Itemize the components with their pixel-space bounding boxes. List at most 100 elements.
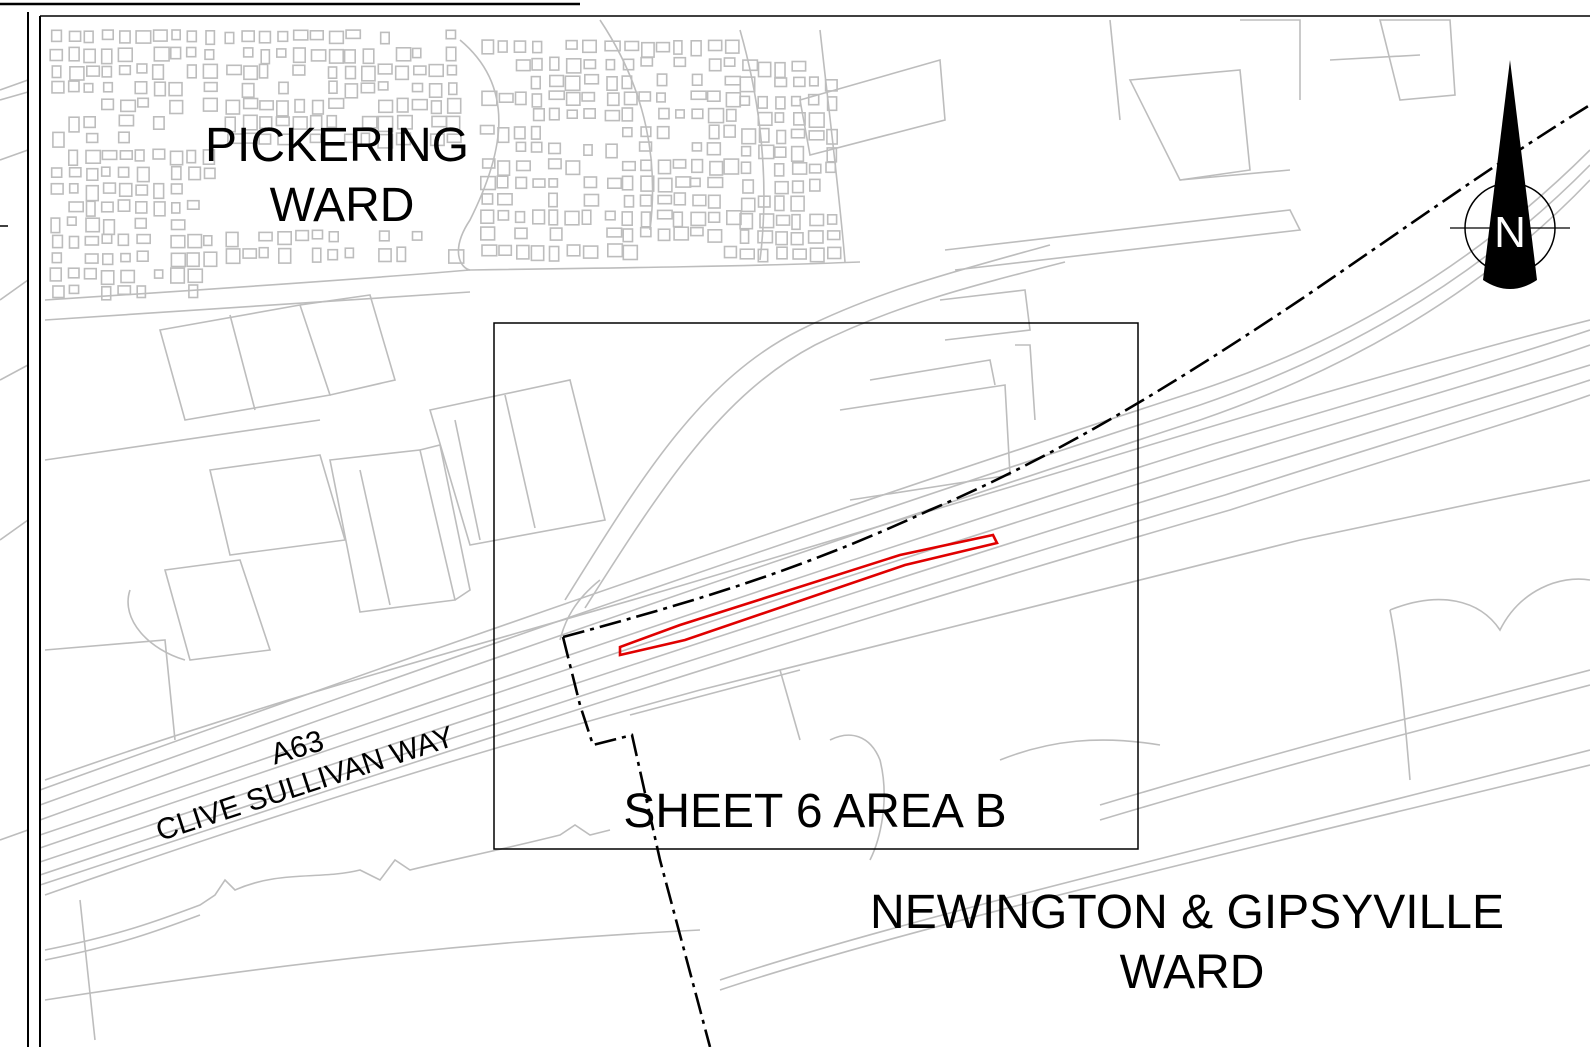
house-plot xyxy=(531,40,543,54)
house-plot xyxy=(277,133,294,146)
house-plot xyxy=(83,30,94,44)
house-plot xyxy=(547,142,562,155)
house-plot xyxy=(757,248,769,263)
house-plot xyxy=(101,285,112,301)
house-plot xyxy=(496,175,509,189)
house-plot xyxy=(707,229,723,243)
house-plot xyxy=(205,29,216,46)
house-plot xyxy=(119,30,131,44)
house-plot xyxy=(136,233,152,245)
house-plot xyxy=(50,182,64,195)
house-plot xyxy=(790,232,804,246)
house-plot xyxy=(621,75,633,90)
house-plot xyxy=(86,167,99,181)
house-plot xyxy=(808,178,821,192)
house-plot xyxy=(531,93,543,108)
house-plot xyxy=(170,46,182,60)
house-plot xyxy=(377,115,394,133)
house-plot xyxy=(153,201,166,217)
house-plot xyxy=(549,56,560,71)
residential-housing-area xyxy=(49,29,842,301)
house-plot xyxy=(117,233,130,247)
base-map-linework xyxy=(39,19,1590,1041)
house-plot xyxy=(725,210,742,226)
house-plot xyxy=(497,209,510,221)
house-plot xyxy=(278,81,289,95)
house-plot xyxy=(361,115,378,129)
house-plot xyxy=(102,253,114,266)
house-plot xyxy=(445,115,461,133)
house-plot xyxy=(153,81,167,97)
house-plot xyxy=(548,245,560,262)
house-plot xyxy=(377,63,393,75)
house-plot xyxy=(583,144,593,157)
house-plot xyxy=(378,248,392,263)
house-plot xyxy=(153,269,164,279)
house-plot xyxy=(100,201,114,213)
house-plot xyxy=(243,132,258,144)
house-plot xyxy=(622,244,639,261)
house-plot xyxy=(135,201,148,214)
house-plot xyxy=(564,210,580,226)
house-plot xyxy=(809,247,825,263)
house-plot xyxy=(672,211,684,228)
house-plot xyxy=(411,98,428,111)
house-plot xyxy=(549,227,563,241)
house-plot xyxy=(581,91,596,102)
house-plot xyxy=(673,39,683,55)
house-plot xyxy=(621,211,634,226)
house-plot xyxy=(362,48,375,65)
house-plot xyxy=(445,29,457,40)
house-plot xyxy=(723,57,736,67)
adjacent-sheet-strip xyxy=(0,79,29,841)
house-plot xyxy=(135,30,152,44)
house-plot xyxy=(790,128,806,139)
house-plot xyxy=(691,142,703,152)
house-plot xyxy=(152,148,166,160)
house-plot xyxy=(68,284,80,295)
house-plot xyxy=(67,80,80,93)
house-plot xyxy=(707,39,723,52)
house-plot xyxy=(377,133,394,149)
house-plot xyxy=(791,213,801,231)
house-plot xyxy=(513,126,526,140)
house-plot xyxy=(606,177,622,189)
house-plot xyxy=(242,47,254,58)
house-plot xyxy=(241,30,256,43)
house-plot xyxy=(429,133,445,147)
house-plot xyxy=(309,133,322,144)
house-plot xyxy=(689,177,701,188)
house-plot xyxy=(224,31,235,45)
house-plot xyxy=(775,214,791,226)
house-plot xyxy=(773,163,785,177)
house-plot xyxy=(135,184,149,196)
house-plot xyxy=(790,95,802,107)
house-plot xyxy=(153,46,170,62)
house-plot xyxy=(67,267,80,279)
house-plot xyxy=(326,114,338,129)
house-plot xyxy=(327,66,338,79)
house-plot xyxy=(792,112,806,126)
house-plot xyxy=(117,166,130,178)
house-plot xyxy=(275,116,290,127)
house-plot xyxy=(345,29,362,40)
house-plot xyxy=(605,58,616,71)
house-plot xyxy=(117,47,134,63)
house-plot xyxy=(498,244,513,256)
house-plot xyxy=(327,248,339,261)
house-plot xyxy=(117,285,132,296)
house-plot xyxy=(790,195,805,212)
house-plot xyxy=(548,209,559,226)
house-plot xyxy=(258,63,269,79)
house-plot xyxy=(480,209,495,224)
house-plot xyxy=(328,80,338,94)
sheet-area-label: SHEET 6 AREA B xyxy=(623,785,1006,838)
house-plot xyxy=(691,73,703,87)
house-plot xyxy=(739,248,755,260)
house-plot xyxy=(623,194,635,208)
house-plot xyxy=(101,233,113,245)
house-plot xyxy=(790,145,805,163)
house-plot xyxy=(581,39,597,54)
house-plot xyxy=(757,95,769,109)
house-plot xyxy=(169,150,184,166)
